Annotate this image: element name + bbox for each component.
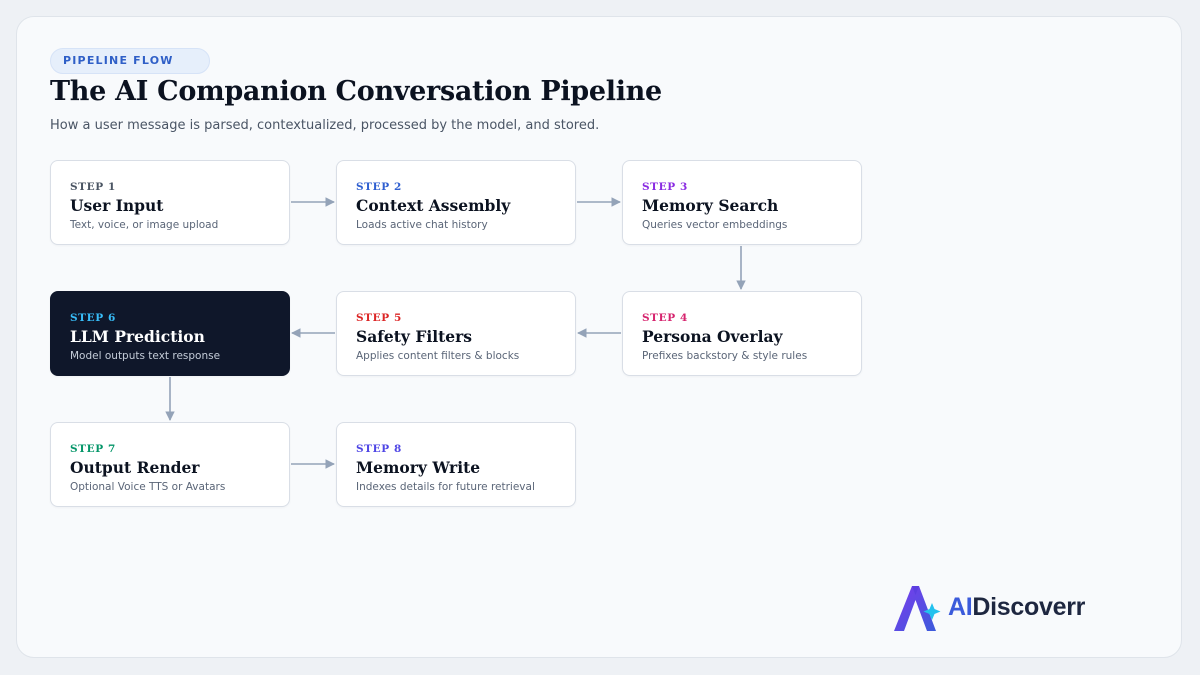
step-label: STEP 1 (70, 181, 116, 193)
step-card-1: STEP 1 User Input Text, voice, or image … (50, 160, 290, 245)
step-card-8: STEP 8 Memory Write Indexes details for … (336, 422, 576, 507)
step-description: Model outputs text response (70, 350, 221, 362)
step-title: Context Assembly (356, 196, 511, 215)
step-description: Text, voice, or image upload (70, 219, 219, 231)
step-title: Memory Search (642, 196, 779, 215)
step-card-7: STEP 7 Output Render Optional Voice TTS … (50, 422, 290, 507)
step-label: STEP 2 (356, 181, 402, 193)
step-label: STEP 3 (642, 181, 688, 193)
step-card-4: STEP 4 Persona Overlay Prefixes backstor… (622, 291, 862, 376)
step-card-2: STEP 2 Context Assembly Loads active cha… (336, 160, 576, 245)
page-title: The AI Companion Conversation Pipeline (50, 76, 662, 107)
step-card-5: STEP 5 Safety Filters Applies content fi… (336, 291, 576, 376)
brand-logo: AIDiscoverr (892, 583, 1122, 633)
step-title: User Input (70, 196, 164, 215)
logo-mark-icon (894, 586, 941, 631)
step-description: Prefixes backstory & style rules (642, 350, 808, 362)
step-card-6: STEP 6 LLM Prediction Model outputs text… (50, 291, 290, 376)
step-description: Queries vector embeddings (642, 219, 788, 231)
logo-wordmark: AIDiscoverr (948, 593, 1085, 622)
step-description: Indexes details for future retrieval (356, 481, 535, 493)
logo-wordmark-prefix: AI (948, 593, 973, 621)
step-label: STEP 5 (356, 312, 402, 324)
page-subtitle: How a user message is parsed, contextual… (50, 118, 600, 133)
step-card-3: STEP 3 Memory Search Queries vector embe… (622, 160, 862, 245)
logo-wordmark-suffix: Discoverr (972, 593, 1086, 621)
step-title: LLM Prediction (70, 327, 205, 346)
step-title: Memory Write (356, 458, 481, 477)
step-label: STEP 8 (356, 443, 402, 455)
step-label: STEP 4 (642, 312, 688, 324)
step-title: Output Render (70, 458, 200, 477)
step-title: Safety Filters (356, 327, 473, 346)
step-description: Optional Voice TTS or Avatars (70, 481, 226, 493)
pipeline-badge: PIPELINE FLOW (50, 48, 210, 74)
step-description: Loads active chat history (356, 219, 488, 231)
step-title: Persona Overlay (642, 327, 783, 346)
step-description: Applies content filters & blocks (356, 350, 520, 362)
step-label: STEP 6 (70, 312, 116, 324)
step-label: STEP 7 (70, 443, 116, 455)
